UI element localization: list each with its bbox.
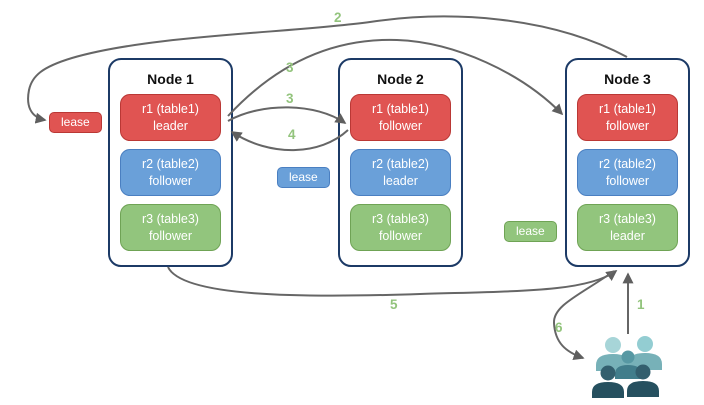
lease-label-table3: lease xyxy=(504,221,557,242)
replica-label: r2 (table2) xyxy=(142,157,199,172)
replica-label: r2 (table2) xyxy=(372,157,429,172)
arrow-step-5-node1-to-node3 xyxy=(167,266,618,297)
replica-role: leader xyxy=(153,118,188,133)
node-1: Node 1 r1 (table1) leader r2 (table2) fo… xyxy=(108,58,233,267)
replica-role: follower xyxy=(378,118,423,133)
node-1-replica-r2: r2 (table2) follower xyxy=(120,149,221,196)
replica-label: r1 (table1) xyxy=(372,102,429,117)
person-medium-center xyxy=(615,350,641,379)
step-number-3b: 3 xyxy=(286,91,294,106)
replica-role: leader xyxy=(383,173,418,188)
node-3-replica-r3: r3 (table3) leader xyxy=(577,204,678,251)
node-3: Node 3 r1 (table1) follower r2 (table2) … xyxy=(565,58,690,267)
step-number-6: 6 xyxy=(555,320,563,335)
node-2-replica-r3: r3 (table3) follower xyxy=(350,204,451,251)
node-3-replica-r2: r2 (table2) follower xyxy=(577,149,678,196)
lease-label-table2: lease xyxy=(277,167,330,188)
person-dark-left xyxy=(592,365,624,398)
replica-role: follower xyxy=(148,228,193,243)
person-light-left xyxy=(596,337,630,371)
step-number-4: 4 xyxy=(288,127,296,142)
replica-label: r3 (table3) xyxy=(372,212,429,227)
node-2: Node 2 r1 (table1) follower r2 (table2) … xyxy=(338,58,463,267)
node-2-title: Node 2 xyxy=(377,71,424,87)
replica-role: follower xyxy=(605,118,650,133)
node-2-replica-r1: r1 (table1) follower xyxy=(350,94,451,141)
person-dark-right xyxy=(627,364,659,397)
node-1-replica-r1: r1 (table1) leader xyxy=(120,94,221,141)
step-number-1: 1 xyxy=(637,297,645,312)
lease-label-table1: lease xyxy=(49,112,102,133)
replica-label: r2 (table2) xyxy=(599,157,656,172)
replica-label: r1 (table1) xyxy=(142,102,199,117)
step-number-2: 2 xyxy=(334,10,342,25)
node-1-title: Node 1 xyxy=(147,71,194,87)
node-2-replica-r2: r2 (table2) leader xyxy=(350,149,451,196)
replica-label: r1 (table1) xyxy=(599,102,656,117)
person-light-right xyxy=(628,336,662,370)
step-number-3a: 3 xyxy=(286,60,294,75)
replica-role: follower xyxy=(378,228,423,243)
arrow-step-3-node1-to-node2 xyxy=(227,106,347,124)
replica-role: follower xyxy=(148,173,193,188)
replica-label: r3 (table3) xyxy=(599,212,656,227)
step-number-5: 5 xyxy=(390,297,398,312)
node-1-replica-r3: r3 (table3) follower xyxy=(120,204,221,251)
replica-role: leader xyxy=(610,228,645,243)
node-3-title: Node 3 xyxy=(604,71,651,87)
arrow-step-6-node3-to-users xyxy=(552,270,615,361)
node-3-replica-r1: r1 (table1) follower xyxy=(577,94,678,141)
replica-role: follower xyxy=(605,173,650,188)
replica-label: r3 (table3) xyxy=(142,212,199,227)
